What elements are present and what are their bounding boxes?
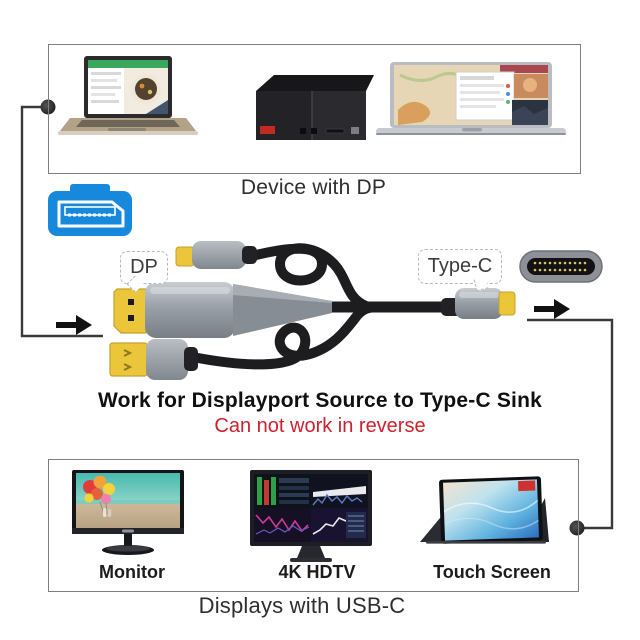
dp-bubble-label: DP <box>120 251 168 293</box>
typec-bubble-label: Type-C <box>418 249 502 292</box>
touchscreen-illustration <box>420 476 549 544</box>
dp-port-icon <box>48 184 132 236</box>
cable-illustration <box>109 241 516 380</box>
screen-size-badge <box>518 480 536 492</box>
warning-text: Can not work in reverse <box>214 415 426 437</box>
cable-typec-stub-connector <box>175 241 257 269</box>
cable-typec-main-connector <box>441 288 516 319</box>
monitor-illustration <box>72 470 184 555</box>
sink-caption: Displays with USB-C <box>198 593 406 618</box>
dp-bubble-text: DP <box>130 256 158 278</box>
junction-dot-right <box>569 520 585 536</box>
macbook-illustration <box>376 62 566 135</box>
source-caption: Device with DP <box>240 176 387 199</box>
flow-arrow-right-icon <box>534 299 570 319</box>
cable-usba-connector <box>109 339 198 380</box>
cable-dp-connector <box>113 282 332 338</box>
monitor-label: Monitor <box>99 562 165 582</box>
source-box <box>48 44 581 174</box>
sink-box <box>48 459 579 592</box>
desktop-pc-illustration <box>256 75 374 140</box>
connector-line-right <box>527 318 614 536</box>
flow-arrow-left-icon <box>56 315 92 335</box>
touchscreen-label: Touch Screen <box>433 562 551 582</box>
hdtv-label: 4K HDTV <box>278 562 356 582</box>
headline-text: Work for Displayport Source to Type-C Si… <box>97 389 543 412</box>
usb-c-port-icon <box>519 250 603 283</box>
typec-bubble-text: Type-C <box>427 255 493 277</box>
hdtv-illustration <box>250 470 372 562</box>
laptop-illustration <box>58 56 198 135</box>
